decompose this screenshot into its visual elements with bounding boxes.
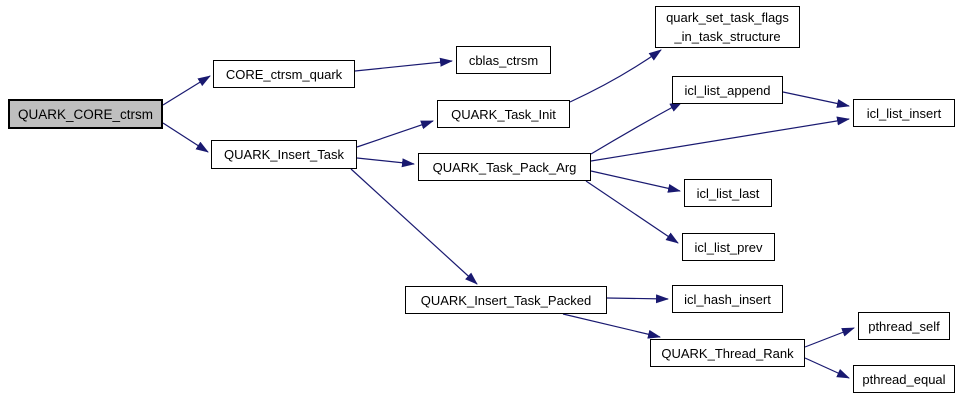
node-label: icl_list_insert	[866, 105, 942, 121]
edge-quark_task_pack_arg-to-icl_list_append	[590, 101, 683, 155]
edge-quark_thread_rank-to-pthread_self	[804, 327, 855, 348]
edge-quark_insert_task-to-quark_insert_task_packed	[350, 168, 478, 285]
edge-quark_insert_task-to-quark_task_pack_arg	[356, 157, 415, 168]
node-label: QUARK_Thread_Rank	[661, 345, 794, 361]
edge-quark_insert_task_packed-to-icl_hash_insert	[606, 294, 669, 304]
edge-quark_task_pack_arg-to-icl_list_insert	[590, 116, 850, 162]
node-label: QUARK_Insert_Task	[224, 147, 344, 162]
node-pthread_self[interactable]: pthread_self	[858, 312, 950, 340]
node-icl_list_append[interactable]: icl_list_append	[672, 76, 783, 104]
node-label: QUARK_Task_Pack_Arg	[432, 159, 577, 175]
node-icl_list_prev[interactable]: icl_list_prev	[682, 233, 775, 261]
edge-quark_insert_task_packed-to-quark_thread_rank	[562, 313, 661, 339]
node-label: QUARK_Insert_Task_Packed	[420, 292, 592, 308]
node-quark_task_pack_arg[interactable]: QUARK_Task_Pack_Arg	[418, 153, 591, 181]
edge-quark_core_ctrsm-to-quark_insert_task	[162, 122, 209, 153]
node-quark_insert_task[interactable]: QUARK_Insert_Task	[211, 140, 357, 169]
node-icl_list_insert[interactable]: icl_list_insert	[853, 99, 955, 127]
node-label: icl_hash_insert	[684, 291, 771, 307]
node-label: pthread_self	[868, 318, 940, 334]
node-quark_task_init[interactable]: QUARK_Task_Init	[437, 100, 570, 128]
node-label: _in_task_structure	[674, 29, 781, 44]
edge-quark_task_pack_arg-to-icl_list_last	[590, 170, 681, 193]
node-core_ctrsm_quark[interactable]: CORE_ctrsm_quark	[213, 60, 355, 88]
node-quark_set_task_flags[interactable]: quark_set_task_flags _in_task_structure	[655, 6, 800, 48]
edge-quark_core_ctrsm-to-core_ctrsm_quark	[162, 75, 211, 106]
node-label: icl_list_last	[696, 185, 760, 201]
node-label: icl_list_append	[684, 82, 771, 98]
edge-icl_list_append-to-icl_list_insert	[782, 91, 850, 108]
node-label: icl_list_prev	[694, 239, 763, 255]
node-quark_insert_task_packed[interactable]: QUARK_Insert_Task_Packed	[405, 286, 607, 314]
node-label: cblas_ctrsm	[468, 52, 539, 68]
node-quark_core_ctrsm: QUARK_CORE_ctrsm	[8, 99, 163, 129]
edge-quark_insert_task-to-quark_task_init	[356, 120, 434, 148]
node-icl_hash_insert[interactable]: icl_hash_insert	[672, 285, 783, 313]
node-icl_list_last[interactable]: icl_list_last	[684, 179, 772, 207]
edge-quark_task_pack_arg-to-icl_list_prev	[585, 180, 679, 244]
node-label: QUARK_CORE_ctrsm	[17, 106, 154, 122]
node-label: pthread_equal	[862, 371, 946, 387]
edge-core_ctrsm_quark-to-cblas_ctrsm	[354, 57, 453, 72]
node-quark_thread_rank[interactable]: QUARK_Thread_Rank	[650, 339, 805, 367]
node-label: QUARK_Task_Init	[451, 106, 556, 122]
edge-quark_task_init-to-quark_set_task_flags	[569, 49, 662, 103]
node-label: quark_set_task_flags	[666, 10, 789, 25]
node-pthread_equal[interactable]: pthread_equal	[853, 365, 955, 393]
edge-quark_thread_rank-to-pthread_equal	[804, 357, 850, 379]
node-label: CORE_ctrsm_quark	[225, 66, 343, 82]
node-cblas_ctrsm[interactable]: cblas_ctrsm	[456, 46, 551, 74]
